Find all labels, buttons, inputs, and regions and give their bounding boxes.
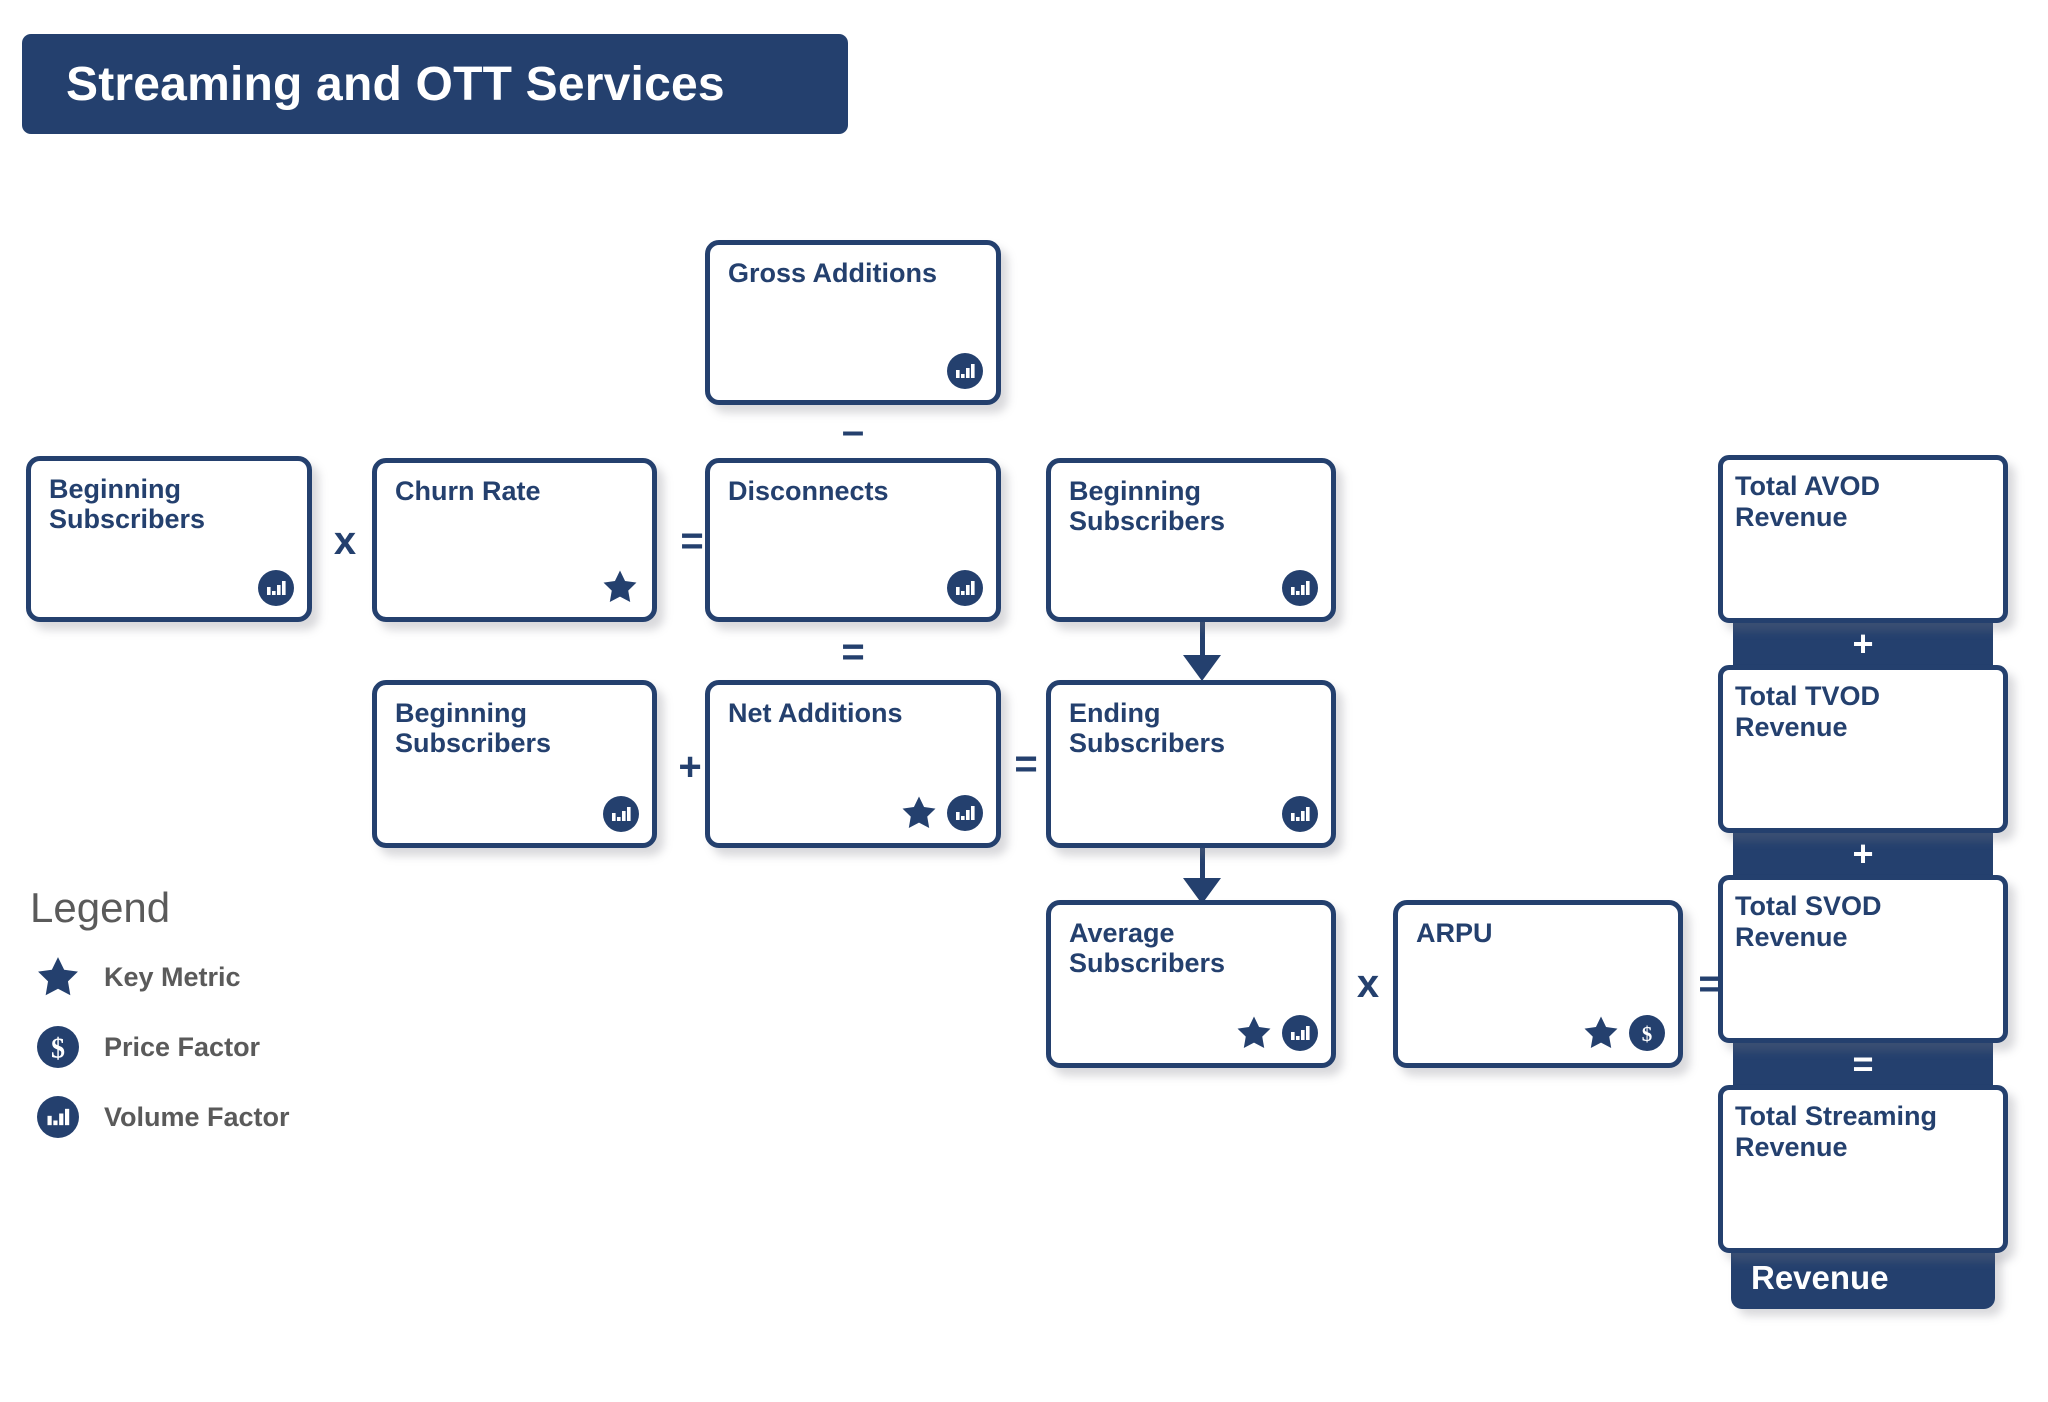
operator-equals-net-additions: = [841, 630, 865, 674]
key-metric-star-glyph [35, 954, 81, 1000]
revenue-connector-equals: = [1733, 1037, 1993, 1091]
node-badges-gross-additions [947, 353, 983, 389]
node-label-beginning-subscribers-2: Beginning Subscribers [1069, 476, 1226, 537]
node-label-arpu: ARPU [1416, 918, 1493, 948]
node-label-average-subscribers: Average Subscribers [1069, 918, 1226, 979]
legend-item-price-factor: $ Price Factor [30, 1012, 460, 1082]
revenue-label-total-tvod: Total TVOD Revenue [1735, 681, 1880, 742]
revenue-label-total-avod: Total AVOD Revenue [1735, 471, 1880, 532]
volume-factor-icon [1282, 570, 1318, 606]
price-factor-icon: $ [1629, 1015, 1665, 1051]
page-title-banner: Streaming and OTT Services [22, 34, 848, 134]
legend-item-volume-factor: Volume Factor [30, 1082, 460, 1152]
node-beginning-subscribers-2[interactable]: Beginning Subscribers [1046, 458, 1336, 622]
key-metric-icon [1235, 1014, 1273, 1052]
svg-text:$: $ [51, 1034, 65, 1065]
node-label-ending-subscribers: Ending Subscribers [1069, 698, 1226, 759]
node-disconnects[interactable]: Disconnects [705, 458, 1001, 622]
key-metric-icon [601, 568, 639, 606]
node-badges-churn-rate [601, 568, 639, 606]
key-metric-icon [30, 954, 86, 1000]
node-badges-net-additions [900, 794, 983, 832]
node-badges-beginning-subscribers-3 [603, 796, 639, 832]
revenue-label-total-svod: Total SVOD Revenue [1735, 891, 1882, 952]
volume-factor-icon [947, 795, 983, 831]
price-factor-icon: $ [30, 1026, 86, 1068]
node-beginning-subscribers-3[interactable]: Beginning Subscribers [372, 680, 657, 848]
connector-arrowhead-ending-to-average [1183, 878, 1221, 904]
revenue-stack: Total AVOD Revenue + Total TVOD Revenue … [1718, 455, 2008, 1309]
key-metric-icon [1582, 1014, 1620, 1052]
node-badges-arpu: $ [1582, 1014, 1665, 1052]
operator-plus-beginning-net: + [678, 745, 702, 789]
volume-factor-icon [1282, 1015, 1318, 1051]
operator-equals-disconnects: = [680, 519, 704, 563]
operator-equals-svod: = [1698, 962, 1722, 1006]
connector-line-begin-to-ending [1200, 622, 1205, 664]
node-label-churn-rate: Churn Rate [395, 476, 541, 506]
operator-minus-gross-disconnects: – [841, 409, 865, 453]
node-badges-disconnects [947, 570, 983, 606]
revenue-connector-plus-2: + [1733, 827, 1993, 881]
svg-text:$: $ [1642, 1022, 1653, 1046]
revenue-connector-plus-1: + [1733, 617, 1993, 671]
node-badges-beginning-subscribers-1 [258, 570, 294, 606]
legend-item-key-metric: Key Metric [30, 942, 460, 1012]
legend: Legend Key Metric $ Price Factor [30, 884, 460, 1152]
connector-arrowhead-begin-to-ending [1183, 655, 1221, 681]
node-badges-average-subscribers [1235, 1014, 1318, 1052]
node-badges-beginning-subscribers-2 [1282, 570, 1318, 606]
volume-factor-icon [947, 570, 983, 606]
node-arpu[interactable]: ARPU $ [1393, 900, 1683, 1068]
volume-factor-icon [30, 1096, 86, 1138]
key-metric-icon [900, 794, 938, 832]
revenue-box-total-tvod[interactable]: Total TVOD Revenue [1718, 665, 2008, 833]
revenue-footer: Revenue [1731, 1247, 1995, 1309]
node-badges-ending-subscribers [1282, 796, 1318, 832]
price-factor-circle-glyph: $ [37, 1026, 79, 1068]
node-gross-additions[interactable]: Gross Additions [705, 240, 1001, 405]
connector-line-ending-to-average [1200, 846, 1205, 888]
revenue-box-total-streaming[interactable]: Total Streaming Revenue [1718, 1085, 2008, 1253]
legend-title: Legend [30, 884, 171, 931]
node-label-net-additions: Net Additions [728, 698, 903, 728]
revenue-box-total-avod[interactable]: Total AVOD Revenue [1718, 455, 2008, 623]
revenue-footer-label: Revenue [1751, 1259, 1889, 1296]
node-ending-subscribers[interactable]: Ending Subscribers [1046, 680, 1336, 848]
revenue-label-total-streaming: Total Streaming Revenue [1735, 1101, 1938, 1162]
volume-factor-icon [1282, 796, 1318, 832]
legend-label-volume-factor: Volume Factor [104, 1101, 290, 1132]
revenue-box-total-svod[interactable]: Total SVOD Revenue [1718, 875, 2008, 1043]
operator-equals-ending-subs: = [1014, 742, 1038, 786]
node-average-subscribers[interactable]: Average Subscribers [1046, 900, 1336, 1068]
node-label-beginning-subscribers-1: Beginning Subscribers [49, 474, 206, 535]
volume-factor-icon [947, 353, 983, 389]
legend-label-price-factor: Price Factor [104, 1031, 261, 1062]
node-label-beginning-subscribers-3: Beginning Subscribers [395, 698, 552, 759]
node-label-disconnects: Disconnects [728, 476, 889, 506]
operator-multiply-subs-churn: x [333, 519, 357, 563]
node-net-additions[interactable]: Net Additions [705, 680, 1001, 848]
node-beginning-subscribers-1[interactable]: Beginning Subscribers [26, 456, 312, 622]
node-churn-rate[interactable]: Churn Rate [372, 458, 657, 622]
volume-factor-icon [603, 796, 639, 832]
operator-multiply-avg-arpu: x [1356, 962, 1380, 1006]
legend-label-key-metric: Key Metric [104, 961, 241, 992]
volume-factor-bars-glyph [37, 1096, 79, 1138]
node-label-gross-additions: Gross Additions [728, 258, 938, 288]
page-title: Streaming and OTT Services [66, 57, 725, 111]
volume-factor-icon [258, 570, 294, 606]
